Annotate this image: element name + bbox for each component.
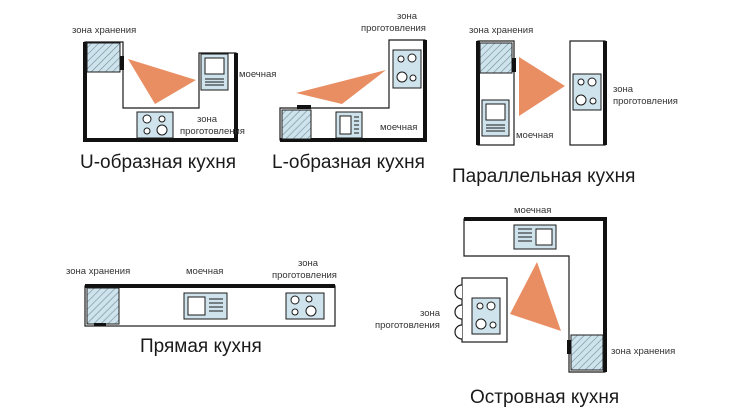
storage-cabinet-icon [86,287,120,325]
sink-icon [481,99,510,137]
l-cooking-label-1: зона [397,11,418,22]
l-sink-label: моечная [380,122,417,133]
u-walls [83,42,238,142]
island-title: Островная кухня [470,387,619,408]
u-cooking-label-1: зона [197,114,218,125]
straight-cooking-label-2: проготовления [272,270,337,281]
cooktop-icon [572,73,602,111]
u-sink-label: моечная [239,69,276,80]
cabinet-handle [120,56,124,70]
cooktop-icon [471,297,501,335]
parallel-sink-label: моечная [516,130,553,141]
straight-sink-label: моечная [186,266,223,277]
storage-cabinet-icon [570,334,604,371]
cooktop-icon [136,111,174,139]
storage-cabinet-icon [479,42,513,74]
cabinet-handle [297,105,311,109]
island-cooking-label-2: проготовления [375,320,440,331]
u-title: U-образная кухня [80,152,236,173]
parallel-cooking-label-2: проготовления [613,96,678,107]
parallel-kitchen: зона хранения зона проготовления моечная… [452,25,678,187]
island-sink-label: моечная [514,205,551,216]
u-shape-kitchen: зона хранения моечная зона проготовления… [72,25,276,173]
island-walls [464,217,607,372]
u-storage-label: зона хранения [72,25,136,36]
chair-icon [454,304,463,320]
work-triangle [128,59,196,104]
storage-cabinet-icon [281,109,312,140]
cabinet-handle [512,58,516,72]
parallel-cooking-label-1: зона [613,84,634,95]
straight-storage-label: зона хранения [66,266,130,277]
sink-icon [200,53,229,91]
cabinet-handle [567,340,571,354]
cabinet-handle [94,323,106,326]
work-triangle [510,262,561,331]
straight-cooking-label-1: зона [298,258,319,269]
cooktop-icon [285,292,325,320]
l-title: L-образная кухня [272,152,425,173]
sink-icon [183,292,228,320]
chair-icon [454,284,463,300]
straight-title: Прямая кухня [140,336,262,357]
sink-icon [513,224,557,250]
island-kitchen: моечная зона проготовления зона хранения… [375,205,675,408]
cooktop-icon [392,49,422,89]
island-cooking-label-1: зона [420,308,441,319]
work-triangle [519,57,565,116]
l-cooking-label-2: проготовления [361,23,426,34]
l-walls [280,40,427,142]
storage-cabinet-icon [86,42,121,73]
u-cooking-label-2: проготовления [180,126,245,137]
chair-icon [454,324,463,340]
straight-kitchen: зона хранения моечная зона проготовления… [66,258,337,357]
parallel-storage-label: зона хранения [469,25,533,36]
parallel-title: Параллельная кухня [452,166,635,187]
work-triangle [296,70,386,104]
l-shape-kitchen: зона проготовления моечная L-образная ку… [272,11,427,173]
island-storage-label: зона хранения [611,346,675,357]
sink-icon [335,111,363,139]
